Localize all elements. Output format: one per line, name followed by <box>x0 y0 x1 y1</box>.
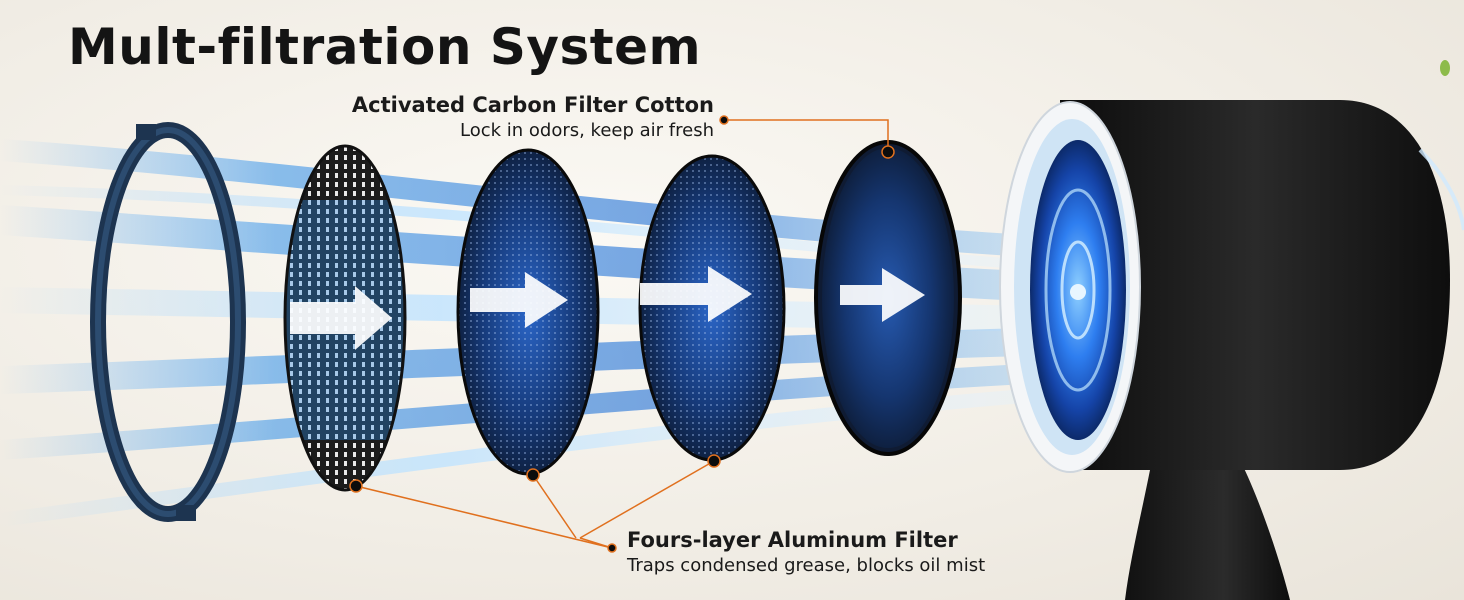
aluminum-filter-heading: Fours-layer Aluminum Filter <box>627 528 958 552</box>
callout-dots <box>349 115 895 553</box>
aluminum-filter-description: Traps condensed grease, blocks oil mist <box>627 555 986 576</box>
frame-ring-icon <box>90 122 246 522</box>
arrow-right-icon <box>290 266 925 350</box>
carbon-filter-heading: Activated Carbon Filter Cotton <box>351 93 714 117</box>
carbon-filter-description: Lock in odors, keep air fresh <box>459 120 714 141</box>
page-title: Mult-filtration System <box>68 18 702 76</box>
fan-hood-icon <box>999 60 1464 600</box>
callout-lines <box>355 119 889 549</box>
